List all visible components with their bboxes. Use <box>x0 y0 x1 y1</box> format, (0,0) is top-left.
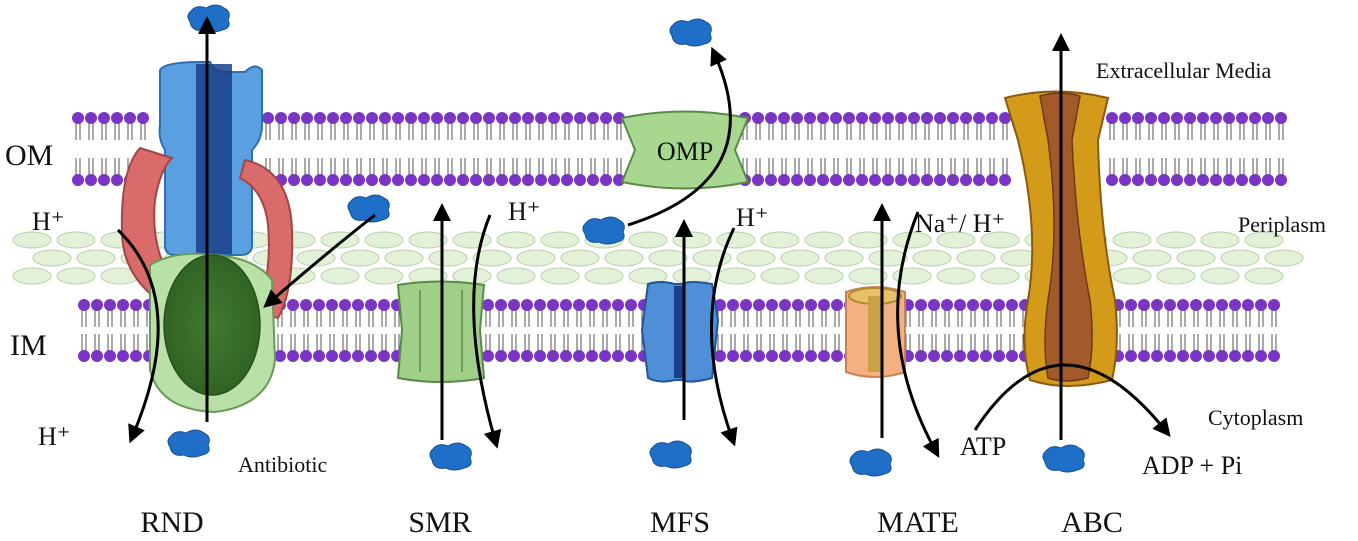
mate-ion-label: Na⁺/ H⁺ <box>915 209 1005 238</box>
antibiotic-molecule <box>187 4 230 33</box>
rnd-proton-arrow <box>116 228 160 444</box>
cytoplasm-label: Cytoplasm <box>1208 405 1303 430</box>
rnd-name: RND <box>140 506 203 536</box>
smr-name: SMR <box>408 506 471 536</box>
atp-label: ATP <box>960 432 1006 461</box>
smr-ion-label: H⁺ <box>508 197 541 226</box>
omp-label: OMP <box>657 137 713 166</box>
inner-membrane <box>78 299 1280 362</box>
antibiotic-molecule <box>649 440 692 469</box>
transport-arrows <box>116 16 1171 458</box>
abc-atp-arrow <box>973 363 1171 437</box>
antibiotic-molecule <box>582 216 625 245</box>
rnd-periplasm-capture-arrow <box>263 213 376 308</box>
adp-label: ADP + Pi <box>1142 451 1242 480</box>
smr-proton-arrow <box>472 214 502 449</box>
rnd-pump <box>120 61 294 414</box>
antibiotic-molecule <box>669 18 712 47</box>
abc-name: ABC <box>1061 506 1123 536</box>
antibiotic-molecule <box>849 448 892 477</box>
periplasm-label: Periplasm <box>1238 212 1326 237</box>
mate-name: MATE <box>877 506 959 536</box>
mfs-proton-arrow <box>710 227 738 447</box>
antibiotic-molecule <box>429 442 472 471</box>
mfs-ion-label: H⁺ <box>736 203 769 232</box>
om-label: OM <box>5 139 53 172</box>
extracellular-label: Extracellular Media <box>1096 58 1272 83</box>
antibiotic-molecule <box>347 194 390 223</box>
membranes <box>72 112 1287 362</box>
rnd-ion-top-label: H⁺ <box>32 207 65 236</box>
mfs-name: MFS <box>650 506 710 536</box>
antibiotic-label: Antibiotic <box>238 452 327 477</box>
omp-exit-arrow <box>627 46 732 227</box>
mfs-pump <box>640 281 720 383</box>
mate-ion-arrow <box>896 211 940 458</box>
antibiotic-molecule <box>167 429 210 458</box>
mate-pump <box>845 286 906 378</box>
outer-membrane <box>72 112 1287 186</box>
antibiotic-molecule <box>1042 444 1085 473</box>
rnd-ion-bottom-label: H⁺ <box>38 422 71 451</box>
im-label: IM <box>10 329 47 362</box>
